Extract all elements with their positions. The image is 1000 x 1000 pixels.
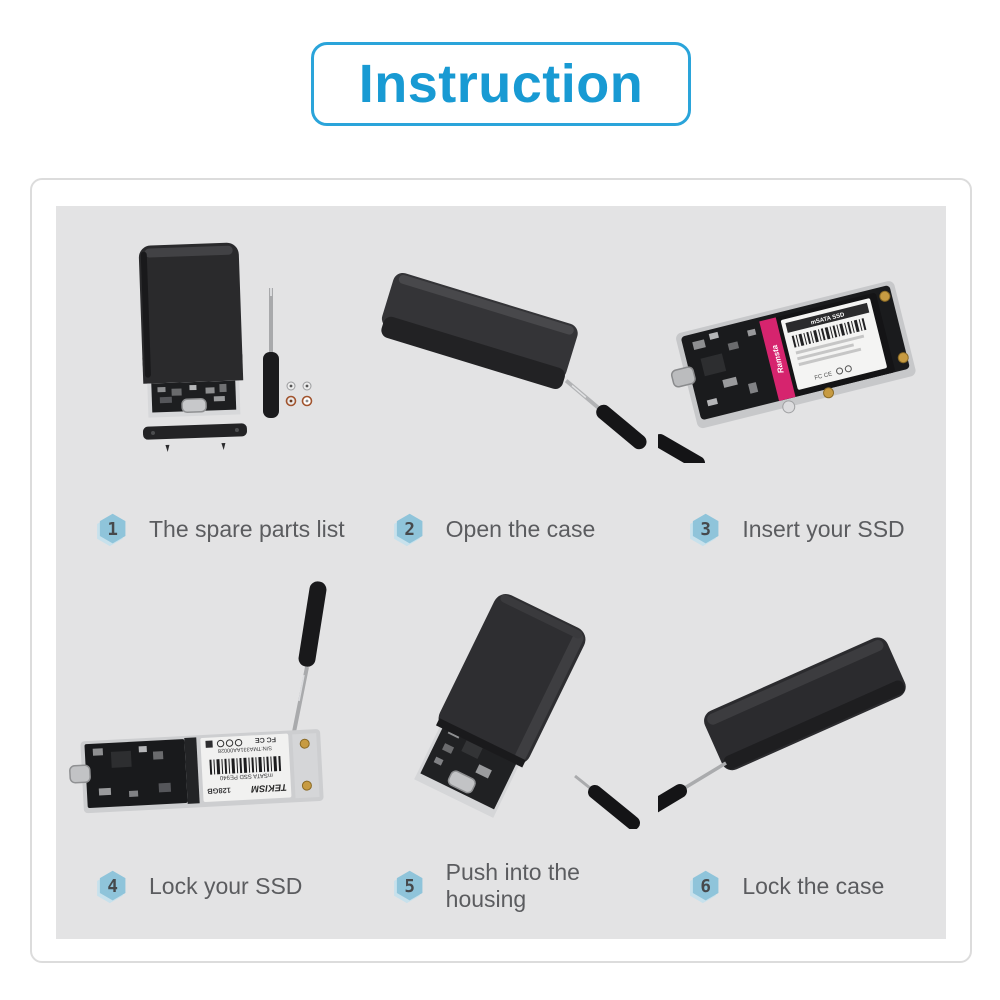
svg-text:S/N:TMA331AA00028: S/N:TMA331AA00028 [218,744,272,753]
step-4-number-icon: 4 [96,868,133,905]
spare-screws [286,381,313,406]
ssd-enclosure-open [139,242,248,452]
ssd-brand-strip [758,317,796,402]
screwdriver [657,761,727,812]
step-cell-2: 2 Open the case [353,206,650,558]
step-3-number-icon: 3 [689,511,726,548]
msata-ssd: Ramsta mSATA SSD FC CE [758,293,895,402]
page-title: Instruction [358,54,644,114]
usb-c-port [181,397,208,413]
content-frame: 1 The spare parts list [30,178,972,963]
step-3-caption: 3 Insert your SSD [649,500,946,558]
step-cell-5: 5 Push into the housing [353,558,650,939]
step-1-photo [56,206,353,500]
step-1-number-icon: 1 [96,511,133,548]
case-body [381,272,578,389]
step-2-number-icon: 2 [393,511,430,548]
msata-ssd-label: FC CE S/N:TMA331AA00028 mSATA SSD PE940 … [200,733,292,802]
step-5-caption-text: Push into the housing [445,859,580,912]
step-5-caption: 5 Push into the housing [353,857,650,915]
adapter-board: Ramsta mSATA SSD FC CE [670,281,916,429]
step-1-caption: 1 The spare parts list [56,500,353,558]
lock-case-illustration [657,636,906,812]
gold-screw [879,290,891,302]
adapter-board: FC CE S/N:TMA331AA00028 mSATA SSD PE940 … [69,728,324,813]
step-cell-6: 6 Lock the case [649,558,946,939]
svg-text:1: 1 [107,520,118,540]
gold-screw [300,738,311,749]
svg-text:FC CE: FC CE [255,735,277,743]
step-4-caption: 4 Lock your SSD [56,857,353,915]
gold-screw [897,352,909,364]
step-2-caption-text: Open the case [445,515,596,542]
step-2-caption: 2 Open the case [353,500,650,558]
step-3-photo: Ramsta mSATA SSD FC CE [649,206,946,500]
case-body [438,593,586,764]
step-cell-4: FC CE S/N:TMA331AA00028 mSATA SSD PE940 … [56,558,353,939]
svg-text:TEKISM: TEKISM [250,781,288,794]
title-box: Instruction [311,42,691,126]
usb-c-port [447,769,476,793]
step-1-caption-text: The spare parts list [149,515,345,542]
step-cell-1: 1 The spare parts list [56,206,353,558]
svg-text:4: 4 [107,877,118,897]
svg-text:5: 5 [404,877,415,897]
usb-c-port [69,763,92,784]
step-6-caption-text: Lock the case [742,872,885,899]
svg-text:mSATA SSD PE940: mSATA SSD PE940 [219,771,273,780]
open-case-illustration [381,272,647,450]
end-cap [143,422,248,440]
spare-parts-illustration [139,242,313,452]
case-with-board [414,593,586,818]
gold-screw [822,387,834,399]
svg-text:FC CE: FC CE [814,371,833,381]
svg-text:3: 3 [701,520,712,540]
step-6-caption: 6 Lock the case [649,857,946,915]
step-4-photo: FC CE S/N:TMA331AA00028 mSATA SSD PE940 … [56,558,353,857]
step-4-caption-text: Lock your SSD [149,872,303,899]
svg-text:6: 6 [701,877,712,897]
screwdriver [564,379,647,450]
screwdriver [263,287,280,418]
step-3-caption-text: Insert your SSD [742,515,905,542]
screwdriver [292,580,327,732]
screwdriver [574,774,640,829]
steps-panel: 1 The spare parts list [56,206,946,939]
step-2-photo [353,206,650,500]
step-6-photo [649,558,946,857]
insert-ssd-illustration: Ramsta mSATA SSD FC CE [657,281,916,463]
step-5-photo [353,558,650,857]
push-housing-illustration [414,593,640,829]
lock-ssd-illustration: FC CE S/N:TMA331AA00028 mSATA SSD PE940 … [69,580,327,813]
svg-text:2: 2 [404,520,415,540]
svg-text:128GB: 128GB [207,785,232,795]
case-body [703,636,906,770]
screwdriver-handle [657,434,705,463]
usb-c-port [670,366,696,388]
step-6-number-icon: 6 [689,868,726,905]
gold-screw [302,780,313,791]
step-5-number-icon: 5 [393,868,430,905]
step-cell-3: Ramsta mSATA SSD FC CE [649,206,946,558]
